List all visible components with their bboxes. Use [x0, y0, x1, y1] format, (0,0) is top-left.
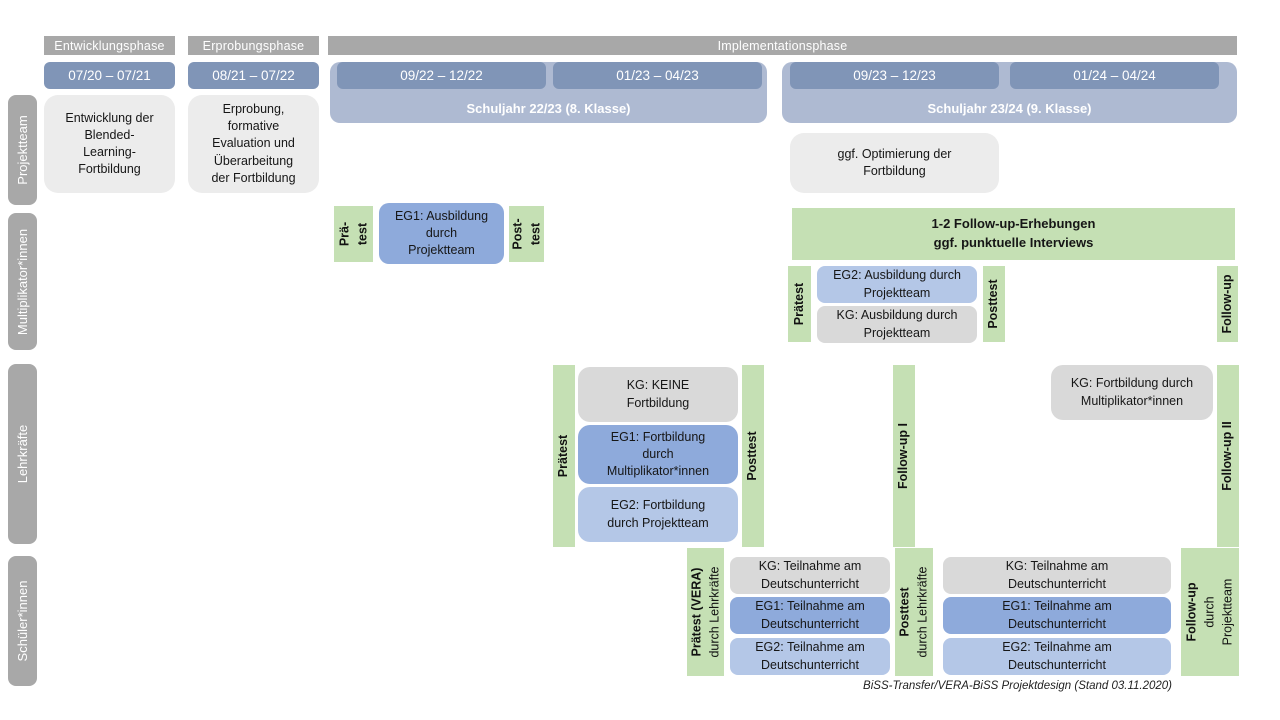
- phase-bar-implementationsphase: Implementationsphase: [328, 36, 1237, 55]
- box-eg1-ausbildung: EG1: Ausbildung durch Projektteam: [379, 203, 504, 264]
- followup-schueler-line2: durch: [1202, 596, 1217, 628]
- followup-schueler-line1: Follow-up: [1184, 582, 1199, 642]
- followup-2-text: Follow-up II: [1220, 421, 1235, 491]
- date-range-07-20: 07/20 – 07/21: [44, 62, 175, 89]
- phase-bar-entwicklungsphase: Entwicklungsphase: [44, 36, 175, 55]
- posttest-schueler-line2: durch Lehrkräfte: [915, 566, 929, 658]
- box-entwicklung-fortbildung: Entwicklung der Blended- Learning- Fortb…: [44, 95, 175, 193]
- praetest-vera-line2: durch Lehrkräfte: [706, 566, 721, 658]
- date-range-09-22: 09/22 – 12/22: [337, 62, 546, 89]
- box-eg2-teilnahme-1: EG2: Teilnahme am Deutschunterricht: [730, 638, 890, 675]
- label-posttest-multiplikatoren: Post- test: [509, 206, 544, 262]
- label-praetest2-multiplikatoren: Prätest: [788, 266, 811, 342]
- box-erprobung-evaluation: Erprobung, formative Evaluation und Über…: [188, 95, 319, 193]
- row-label-multiplikatoren: Multiplikator*innen: [8, 213, 37, 350]
- label-praetest-multiplikatoren: Prä- test: [334, 206, 373, 262]
- box-eg1-fortbildung: EG1: Fortbildung durch Multiplikator*inn…: [578, 425, 738, 484]
- row-label-multiplikatoren-text: Multiplikator*innen: [14, 228, 30, 335]
- followup-1-text: Follow-up I: [896, 423, 911, 489]
- label-followup-2: Follow-up II: [1217, 365, 1239, 547]
- praetest-line2: test: [354, 222, 369, 246]
- followup-schueler-line3: Projektteam: [1219, 578, 1234, 646]
- box-eg1-teilnahme-1: EG1: Teilnahme am Deutschunterricht: [730, 597, 890, 634]
- box-eg1-teilnahme-2: EG1: Teilnahme am Deutschunterricht: [943, 597, 1171, 634]
- row-label-projektteam-text: Projektteam: [14, 115, 30, 185]
- posttest-lehr-text: Posttest: [745, 431, 760, 481]
- box-kg-keine-fortbildung: KG: KEINE Fortbildung: [578, 367, 738, 422]
- row-label-lehrkraefte: Lehrkräfte: [8, 364, 37, 544]
- followup-text: Follow-up: [1219, 274, 1234, 334]
- praetest-line1: Prä-: [336, 221, 351, 247]
- posttest2-text: Posttest: [986, 279, 1001, 329]
- label-praetest-lehrkraefte: Prätest: [553, 365, 575, 547]
- label-praetest-vera: Prätest (VERA) durch Lehrkräfte: [687, 548, 724, 676]
- posttest-line1: Post-: [509, 218, 524, 250]
- posttest-schueler-line1: Posttest: [897, 587, 912, 637]
- box-eg2-teilnahme-2: EG2: Teilnahme am Deutschunterricht: [943, 638, 1171, 675]
- box-kg-fortbildung-multiplikatoren: KG: Fortbildung durch Multiplikator*inne…: [1051, 365, 1213, 420]
- date-range-01-24: 01/24 – 04/24: [1010, 62, 1219, 89]
- label-posttest-lehrkraefte: Posttest: [742, 365, 764, 547]
- row-label-projektteam: Projektteam: [8, 95, 37, 205]
- label-followup-1: Follow-up I: [893, 365, 915, 547]
- box-followup-erhebungen: 1-2 Follow-up-Erhebungen ggf. punktuelle…: [792, 208, 1235, 260]
- praetest-lehr-text: Prätest: [556, 434, 571, 478]
- box-eg2-fortbildung: EG2: Fortbildung durch Projektteam: [578, 487, 738, 542]
- date-range-09-23: 09/23 – 12/23: [790, 62, 999, 89]
- date-range-01-23: 01/23 – 04/23: [553, 62, 762, 89]
- label-followup-multiplikatoren: Follow-up: [1217, 266, 1238, 342]
- box-kg-teilnahme-2: KG: Teilnahme am Deutschunterricht: [943, 557, 1171, 594]
- box-eg2-ausbildung: EG2: Ausbildung durch Projektteam: [817, 266, 977, 303]
- box-kg-ausbildung: KG: Ausbildung durch Projektteam: [817, 306, 977, 343]
- posttest-line2: test: [527, 222, 542, 246]
- row-label-schueler-text: Schüler*innen: [14, 580, 30, 662]
- label-posttest-lehrkraefte-schueler: Posttest durch Lehrkräfte: [895, 548, 933, 676]
- date-range-08-21: 08/21 – 07/22: [188, 62, 319, 89]
- row-label-schueler: Schüler*innen: [8, 556, 37, 686]
- box-kg-teilnahme-1: KG: Teilnahme am Deutschunterricht: [730, 557, 890, 594]
- phase-bar-erprobungsphase: Erprobungsphase: [188, 36, 319, 55]
- label-posttest2-multiplikatoren: Posttest: [983, 266, 1005, 342]
- box-optimierung-fortbildung: ggf. Optimierung der Fortbildung: [790, 133, 999, 193]
- row-label-lehrkraefte-text: Lehrkräfte: [14, 424, 30, 484]
- label-followup-projektteam: Follow-up durch Projektteam: [1181, 548, 1239, 676]
- footer-caption: BiSS-Transfer/VERA-BiSS Projektdesign (S…: [863, 680, 1172, 692]
- praetest2-text: Prätest: [791, 282, 806, 326]
- praetest-vera-line1: Prätest (VERA): [688, 567, 703, 657]
